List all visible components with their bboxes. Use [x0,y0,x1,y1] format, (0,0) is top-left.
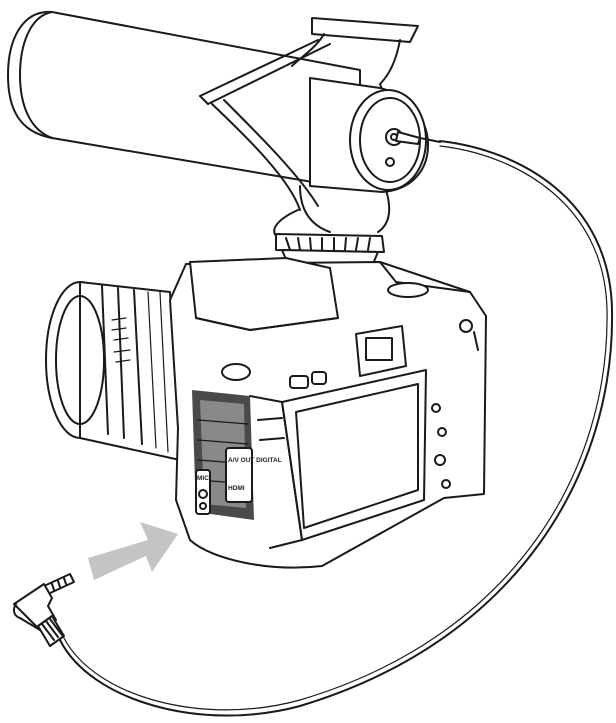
side-port-panel: A/V OUT DIGITAL HDMI MIC [195,447,282,515]
camera-lens [45,281,181,461]
microphone-barrel [7,10,361,191]
viewfinder-housing [189,257,339,331]
mic-screw [385,157,395,167]
hdmi-label: HDMI [228,485,245,492]
shock-mount-top [311,17,419,43]
dpad-button [434,454,446,466]
live-view-button [289,375,309,389]
menu-button [431,403,441,413]
av-out-label: A/V OUT DIGITAL [228,457,282,464]
shotgun-microphone [7,10,441,267]
camera: A/V OUT DIGITAL HDMI MIC [45,257,487,569]
info-button [437,427,447,437]
strap-lug [459,319,473,333]
camera-back [221,319,479,549]
lcd-screen [295,383,419,529]
plug-3.5mm [12,573,75,647]
q-button [441,479,451,489]
audio-cable [59,140,614,717]
playback-button [221,363,251,381]
insert-arrow [88,522,178,580]
mode-dial [387,282,429,298]
mic-port-label: MIC [197,475,209,482]
af-button [311,371,327,385]
